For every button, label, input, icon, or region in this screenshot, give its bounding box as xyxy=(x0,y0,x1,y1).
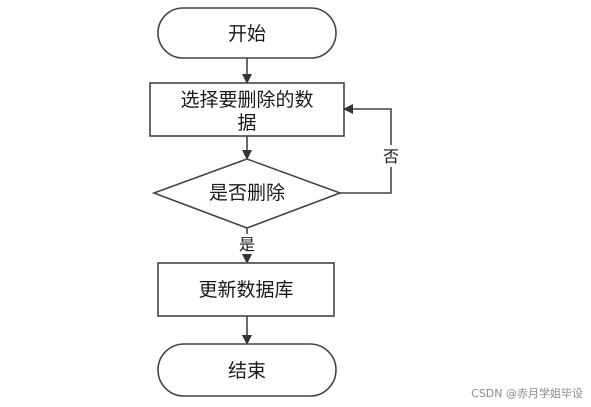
update-database-process xyxy=(157,262,335,317)
end-label: 结束 xyxy=(228,360,266,382)
end-terminator xyxy=(157,343,337,397)
no-label-bg xyxy=(378,145,404,167)
select-data-process xyxy=(149,82,345,137)
update-database-label: 更新数据库 xyxy=(198,279,293,301)
no-label: 否 xyxy=(383,147,399,166)
start-label: 开始 xyxy=(228,23,266,45)
yes-label: 是 xyxy=(239,235,255,254)
select-data-label-line2: 据 xyxy=(237,112,256,134)
yes-label-bg xyxy=(236,234,258,254)
select-data-label-line1: 选择要删除的数 xyxy=(180,89,313,111)
decision-label: 是否删除 xyxy=(209,182,285,204)
csdn-watermark: CSDN @赤月学姐毕设 xyxy=(471,387,583,400)
